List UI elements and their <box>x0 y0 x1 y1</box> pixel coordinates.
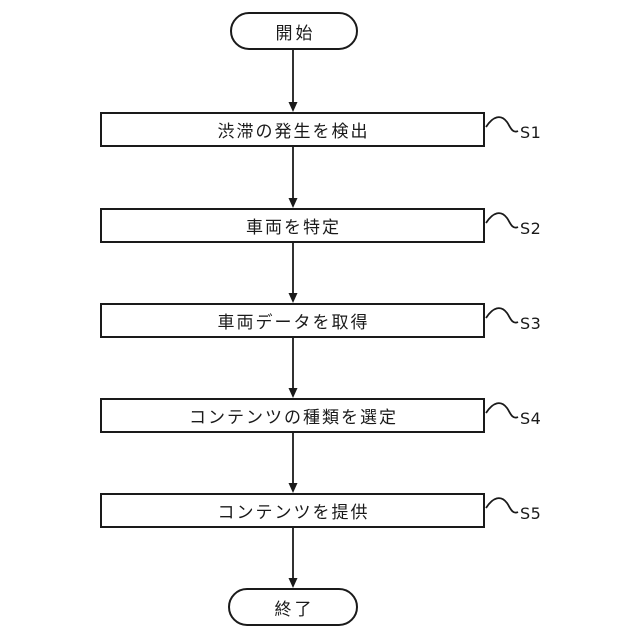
process-label-s2: 車両を特定 <box>246 218 341 238</box>
arrowhead-s4 <box>288 388 298 398</box>
squiggle-s2 <box>485 212 519 229</box>
squiggle-s1 <box>485 116 519 133</box>
start-terminal: 開始 <box>230 12 358 50</box>
arrowhead-s5 <box>288 483 298 493</box>
process-box-s4: コンテンツの種類を選定 <box>100 398 485 433</box>
squiggle-s5 <box>485 497 519 514</box>
start-label: 開始 <box>275 23 316 44</box>
end-label: 終了 <box>274 599 315 620</box>
arrowhead-s2 <box>288 198 298 208</box>
squiggle-s3 <box>485 307 519 324</box>
step-id-s3: S3 <box>520 314 542 333</box>
process-label-s1: 渋滞の発生を検出 <box>217 122 370 142</box>
process-label-s3: 車両データを取得 <box>217 313 370 333</box>
arrowhead-s3 <box>288 293 298 303</box>
step-id-s5: S5 <box>520 504 542 523</box>
process-label-s5: コンテンツを提供 <box>217 503 370 523</box>
process-label-s4: コンテンツの種類を選定 <box>189 408 398 428</box>
process-box-s5: コンテンツを提供 <box>100 493 485 528</box>
arrowhead-s1 <box>288 102 298 112</box>
process-box-s1: 渋滞の発生を検出 <box>100 112 485 147</box>
step-id-s4: S4 <box>520 409 542 428</box>
end-terminal: 終了 <box>228 588 358 626</box>
process-box-s2: 車両を特定 <box>100 208 485 243</box>
process-box-s3: 車両データを取得 <box>100 303 485 338</box>
squiggle-s4 <box>485 402 519 419</box>
step-id-s1: S1 <box>520 123 542 142</box>
step-id-s2: S2 <box>520 219 542 238</box>
arrowhead-end <box>288 578 298 588</box>
